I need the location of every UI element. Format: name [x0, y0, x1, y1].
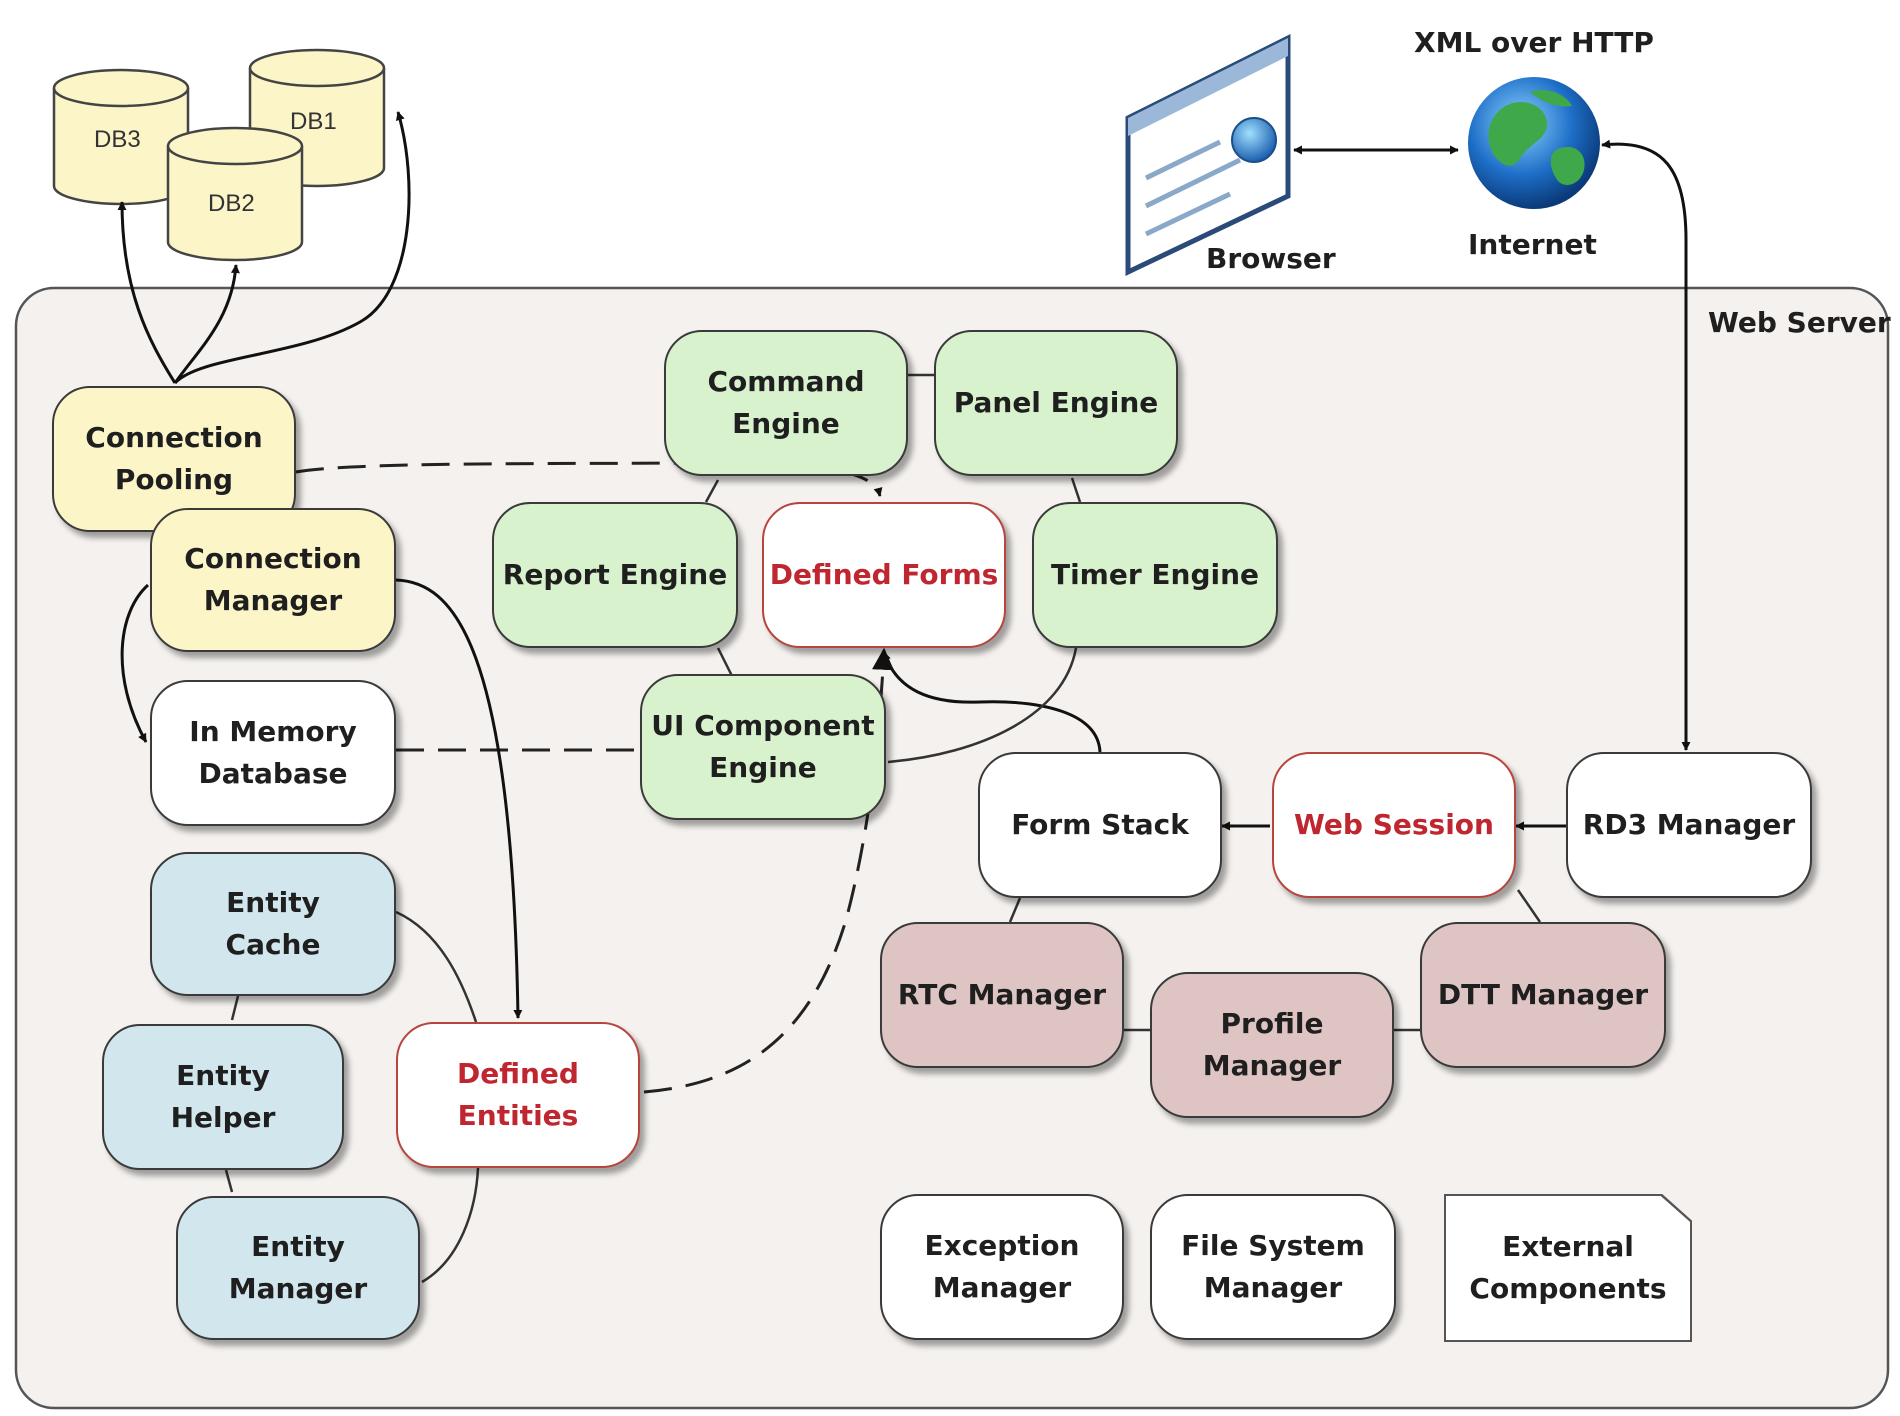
entity-cache-node[interactable]: Entity Cache — [150, 852, 396, 996]
entity-manager-node[interactable]: Entity Manager — [176, 1196, 420, 1340]
rtc-manager-node[interactable]: RTC Manager — [880, 922, 1124, 1068]
defined-forms-node[interactable]: Defined Forms — [762, 502, 1006, 648]
profile-manager-node[interactable]: Profile Manager — [1150, 972, 1394, 1118]
helper-manager-line — [224, 1169, 234, 1193]
internet-label: Internet — [1468, 228, 1597, 261]
command-report-line — [704, 479, 720, 503]
external-components-border: External Components — [1444, 1194, 1692, 1342]
entity-helper-node[interactable]: Entity Helper — [102, 1024, 344, 1170]
db3-label: DB3 — [94, 126, 141, 153]
rd3-manager-node[interactable]: RD3 Manager — [1566, 752, 1812, 898]
browser-label: Browser — [1206, 242, 1336, 275]
internet-rd3-arrow — [1601, 139, 1691, 751]
ui-component-engine-node[interactable]: UI Component Engine — [640, 674, 886, 820]
xml-over-http-label: XML over HTTP — [1414, 26, 1654, 59]
connection-manager-node[interactable]: Connection Manager — [150, 508, 396, 652]
manager-entities-line — [421, 1167, 480, 1284]
db2-label: DB2 — [208, 190, 255, 217]
connection-pooling-node[interactable]: Connection Pooling — [52, 386, 296, 532]
file-system-manager-node[interactable]: File System Manager — [1150, 1194, 1396, 1340]
browser-window-icon — [1125, 33, 1291, 276]
db1-label: DB1 — [290, 108, 337, 135]
defined-entities-node[interactable]: Defined Entities — [396, 1022, 640, 1168]
connmgr-entities-arrow — [395, 578, 523, 1019]
pooling-db2-arrow — [173, 264, 240, 384]
db2-cylinder — [166, 126, 304, 262]
timer-ui-line — [887, 647, 1078, 764]
pooling-db3-arrow — [117, 201, 177, 384]
cache-helper-line — [230, 995, 240, 1021]
external-components-node[interactable]: External Components — [1446, 1196, 1690, 1340]
formstack-rtc-line — [1008, 897, 1022, 923]
exception-manager-node[interactable]: Exception Manager — [880, 1194, 1124, 1340]
pooling-db1-arrow — [173, 111, 411, 385]
globe-icon — [1468, 77, 1600, 209]
report-engine-node[interactable]: Report Engine — [492, 502, 738, 648]
web-server-label: Web Server — [1708, 306, 1891, 339]
web-session-node[interactable]: Web Session — [1272, 752, 1516, 898]
in-memory-database-node[interactable]: In Memory Database — [150, 680, 396, 826]
timer-engine-node[interactable]: Timer Engine — [1032, 502, 1278, 648]
cache-entities-line — [395, 910, 478, 1023]
connmgr-memory-arrow — [120, 583, 150, 743]
panel-timer-line — [1070, 477, 1082, 503]
report-ui-line — [716, 647, 734, 677]
form-stack-node[interactable]: Form Stack — [978, 752, 1222, 898]
command-engine-node[interactable]: Command Engine — [664, 330, 908, 476]
session-dtt-line — [1516, 889, 1542, 923]
panel-engine-node[interactable]: Panel Engine — [934, 330, 1178, 476]
formstack-forms-arrow — [882, 651, 1102, 753]
dtt-manager-node[interactable]: DTT Manager — [1420, 922, 1666, 1068]
